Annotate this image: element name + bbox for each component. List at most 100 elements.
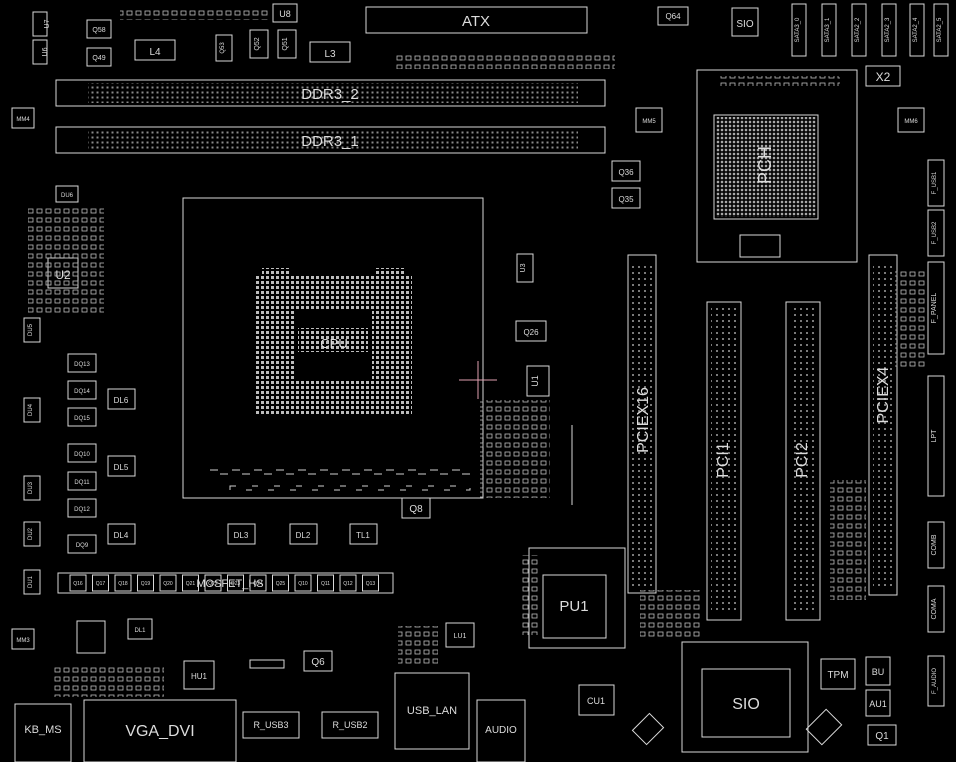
sata-connector <box>791 3 807 57</box>
q6-label: Q6 <box>311 657 325 668</box>
pciex4-slot <box>868 254 898 596</box>
vrm-mosfet-label: Q10 <box>298 581 308 587</box>
dq-mosfet <box>67 534 97 554</box>
r-usb3-label: R_USB3 <box>253 720 288 730</box>
pciex4-pins <box>873 262 893 588</box>
sata-label: SATA2_2 <box>855 17 861 42</box>
q61-label: SIO <box>736 19 753 30</box>
top-smd-row <box>395 55 615 69</box>
square-pad <box>76 620 106 654</box>
vrm-mosfet <box>137 574 154 592</box>
vrm-mosfet <box>159 574 177 592</box>
tpm-chip <box>820 658 856 690</box>
dq-label: DQ14 <box>74 389 90 395</box>
l4-label: L4 <box>149 47 161 58</box>
vrm-mosfet <box>317 574 334 592</box>
lower-smd-cluster-1 <box>398 626 438 666</box>
vrm-mosfet-label: Q23 <box>231 581 241 587</box>
sio-label: SIO <box>732 696 760 713</box>
mm5-label: MM5 <box>642 119 656 125</box>
dl4-inductor <box>107 523 136 545</box>
vrm-mosfet-label: Q18 <box>118 581 128 587</box>
sio-chip <box>701 668 791 738</box>
q52-label: Q52 <box>254 37 261 50</box>
q8-label: Q8 <box>409 504 423 515</box>
tl1-inductor <box>349 523 378 545</box>
ddr3-1-label: DDR3_1 <box>301 133 359 150</box>
pciex16-label: PCIEX16 <box>635 387 652 453</box>
hu1-chip <box>183 660 215 690</box>
lower-smd-cluster-2 <box>640 590 700 640</box>
dl1-inductor <box>127 618 153 640</box>
vrm-mosfet-label: Q22 <box>208 581 218 587</box>
pch-outline <box>696 69 858 263</box>
sata-label: SATA2_4 <box>913 17 919 42</box>
pciex4-label: PCIEX4 <box>875 366 892 423</box>
u2-smd-cluster <box>28 208 104 316</box>
diamond-chip-left <box>631 712 665 746</box>
dq-mosfet <box>67 380 97 400</box>
dl2-label: DL2 <box>296 531 311 540</box>
vrm-mosfet <box>272 574 289 592</box>
vrm-mosfet <box>294 574 312 592</box>
f-panel-header <box>927 261 945 355</box>
cu1-label: CU1 <box>587 696 605 706</box>
usb-lan-port <box>394 672 470 750</box>
q1-chip <box>867 724 897 746</box>
dq-label: DQ9 <box>76 543 89 549</box>
f-usb2-label: F_USB2 <box>932 221 938 244</box>
du5-chip <box>23 317 41 343</box>
sata-connector <box>881 3 897 57</box>
pch-label: PCH <box>755 146 775 184</box>
dl6-label: DL6 <box>114 396 129 405</box>
pci2-label: PCI2 <box>794 442 811 478</box>
vrm-mosfet <box>204 574 222 592</box>
l4-inductor <box>134 39 176 61</box>
tpm-label: TPM <box>827 670 848 681</box>
lpt-header <box>927 375 945 497</box>
dq-mosfet <box>67 498 97 518</box>
vrm-mosfet <box>339 574 357 592</box>
q6-chip <box>303 650 333 672</box>
ddr3-1-pins <box>88 130 578 150</box>
vrm-smd-cluster <box>480 400 550 498</box>
ddr3-2-label: DDR3_2 <box>301 86 359 103</box>
q53-label: Q53 <box>220 42 226 54</box>
q52-chip <box>249 29 269 59</box>
crosshair-marker <box>459 361 497 399</box>
atx-connector <box>365 6 588 34</box>
mm3-chip <box>11 628 35 650</box>
vrm-mosfet-label: Q21 <box>186 581 196 587</box>
u3-chip <box>516 253 534 283</box>
q64-label: Q64 <box>665 12 681 21</box>
dl1-label: DL1 <box>134 628 146 634</box>
q49-chip <box>86 47 112 67</box>
dl3-inductor <box>227 523 256 545</box>
pci1-slot <box>706 301 742 621</box>
bu-chip <box>865 656 891 686</box>
dl3-label: DL3 <box>234 531 249 540</box>
u7-chip <box>32 11 48 37</box>
pu1-chip <box>542 574 607 639</box>
pci1-pins <box>711 308 737 614</box>
q26-label: Q26 <box>523 328 539 337</box>
pch-lower-pad <box>739 234 781 258</box>
vrm-mosfet-label: Q12 <box>343 581 353 587</box>
vrm-mosfet-label: Q16 <box>73 581 83 587</box>
l3-inductor <box>309 41 351 63</box>
sio-outline <box>681 641 809 753</box>
f-usb1-label: F_USB1 <box>932 171 938 194</box>
cpu-pin-field <box>255 268 412 416</box>
vrm-mosfet-label: Q25 <box>276 581 286 587</box>
u7-label: U7 <box>44 19 51 28</box>
x2-label: X2 <box>876 70 891 84</box>
hu1-label: HU1 <box>191 672 208 681</box>
sata-connector <box>933 3 949 57</box>
r-usb2-label: R_USB2 <box>332 720 367 730</box>
q53-chip <box>215 34 233 62</box>
bottom-left-smd <box>54 665 164 697</box>
dq-label: DQ15 <box>74 416 90 422</box>
audio-port <box>476 699 526 762</box>
